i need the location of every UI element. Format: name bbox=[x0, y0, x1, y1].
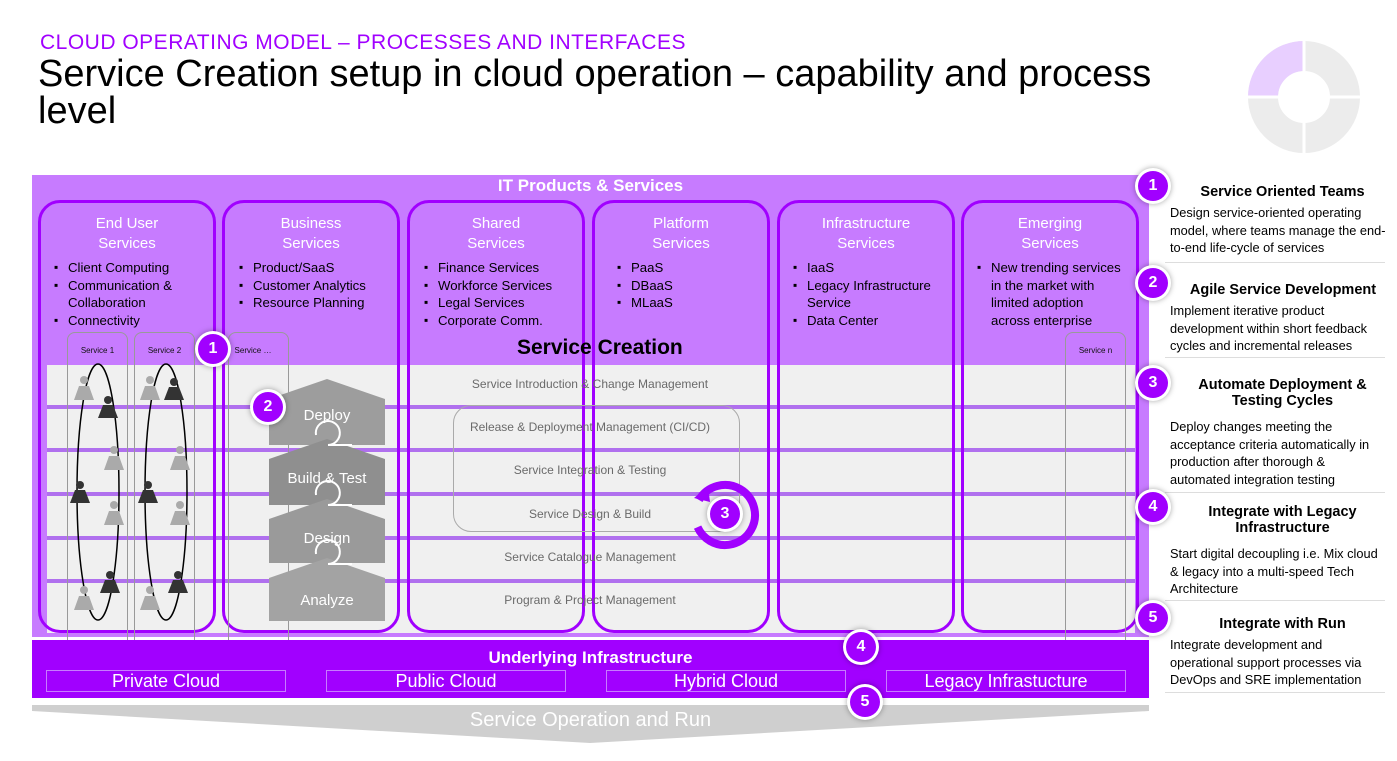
legend-divider bbox=[1165, 357, 1385, 358]
list-item: DBaaS bbox=[617, 277, 757, 295]
list-item: Finance Services bbox=[424, 259, 579, 277]
list-item: Customer Analytics bbox=[239, 277, 394, 295]
legend-description: Start digital decoupling i.e. Mix cloud … bbox=[1170, 546, 1378, 596]
list-item: New trending services in the market with… bbox=[977, 259, 1125, 329]
lifecycle-label: Design bbox=[303, 530, 351, 547]
service-run-label: Service Operation and Run bbox=[469, 709, 712, 731]
legend-divider bbox=[1165, 692, 1385, 693]
column-list: Product/SaaS Customer Analytics Resource… bbox=[239, 259, 394, 312]
service-lane-label: Service 1 bbox=[80, 346, 115, 355]
column-list: Client Computing Communication & Collabo… bbox=[54, 259, 204, 329]
process-label: Service Design & Build bbox=[528, 507, 652, 521]
badge-2: 2 bbox=[253, 392, 283, 422]
progress-donut-icon bbox=[1245, 38, 1363, 156]
column-platform bbox=[592, 200, 770, 633]
list-item: Communication & Collaboration bbox=[54, 277, 204, 312]
legend-divider bbox=[1165, 600, 1385, 601]
legend-badge-1: 1 bbox=[1138, 171, 1168, 201]
process-divider bbox=[47, 536, 1135, 540]
it-products-label: IT Products & Services bbox=[497, 176, 684, 195]
lifecycle-icon bbox=[269, 379, 385, 621]
legend-description: Deploy changes meeting the acceptance cr… bbox=[1170, 419, 1370, 487]
process-divider bbox=[47, 579, 1135, 583]
badge-4: 4 bbox=[846, 632, 876, 662]
cloud-private: Private Cloud bbox=[46, 670, 286, 692]
legend-badge-4: 4 bbox=[1138, 492, 1168, 522]
list-item: Connectivity bbox=[54, 312, 204, 330]
infrastructure-bar bbox=[32, 640, 1149, 698]
legend-description: Integrate development and operational su… bbox=[1170, 637, 1362, 687]
legend-title: Service Oriented Teams bbox=[1200, 184, 1365, 200]
column-business bbox=[222, 200, 400, 633]
infrastructure-label: Underlying Infrastructure bbox=[488, 648, 693, 667]
column-list: Finance Services Workforce Services Lega… bbox=[424, 259, 579, 329]
column-emerging bbox=[961, 200, 1139, 633]
column-list: IaaS Legacy Infrastructure Service Data … bbox=[793, 259, 943, 329]
process-divider bbox=[47, 448, 1135, 452]
list-item: IaaS bbox=[793, 259, 943, 277]
process-label: Program & Project Management bbox=[504, 593, 676, 607]
legend-badge-5: 5 bbox=[1138, 603, 1168, 633]
process-divider bbox=[47, 405, 1135, 409]
cloud-public: Public Cloud bbox=[326, 670, 566, 692]
cloud-legacy: Legacy Infrastucture bbox=[886, 670, 1126, 692]
cloud-hybrid: Hybrid Cloud bbox=[606, 670, 846, 692]
column-shared bbox=[407, 200, 585, 633]
column-list: PaaS DBaaS MLaaS bbox=[617, 259, 757, 312]
legend-badge-3: 3 bbox=[1138, 368, 1168, 398]
list-item: Product/SaaS bbox=[239, 259, 394, 277]
team-people-icon bbox=[70, 363, 190, 621]
legend-title: Automate Deployment & Testing Cycles bbox=[1198, 377, 1367, 409]
list-item: Corporate Comm. bbox=[424, 312, 579, 330]
legend-title: Integrate with Legacy Infrastructure bbox=[1208, 504, 1357, 536]
service-creation-label: Service Creation bbox=[517, 336, 683, 359]
service-lane-label: Service … bbox=[234, 346, 272, 355]
legend-divider bbox=[1165, 492, 1385, 493]
list-item: PaaS bbox=[617, 259, 757, 277]
lifecycle-label: Deploy bbox=[303, 407, 351, 424]
list-item: Legacy Infrastructure Service bbox=[793, 277, 943, 312]
badge-1: 1 bbox=[198, 334, 228, 364]
legend-divider bbox=[1165, 262, 1385, 263]
column-list: New trending services in the market with… bbox=[977, 259, 1125, 329]
automation-cycle-icon bbox=[691, 481, 759, 549]
list-item: Legal Services bbox=[424, 294, 579, 312]
list-item: Client Computing bbox=[54, 259, 204, 277]
service-lane-label: Service n bbox=[1078, 346, 1113, 355]
service-lane-label: Service 2 bbox=[147, 346, 182, 355]
cicd-group bbox=[453, 405, 740, 532]
legend-description: Design service-oriented operating model,… bbox=[1170, 205, 1386, 255]
legend-badge-2: 2 bbox=[1138, 268, 1168, 298]
process-label: Release & Deployment Management (CI/CD) bbox=[469, 420, 711, 434]
service-lane bbox=[1065, 332, 1126, 648]
list-item: Data Center bbox=[793, 312, 943, 330]
legend-description: Implement iterative product development … bbox=[1170, 303, 1368, 353]
list-item: Workforce Services bbox=[424, 277, 579, 295]
process-label: Service Introduction & Change Management bbox=[471, 377, 709, 391]
page-title: Service Creation setup in cloud operatio… bbox=[38, 53, 1152, 132]
badge-5: 5 bbox=[850, 687, 880, 717]
lifecycle-label: Build & Test bbox=[287, 470, 367, 487]
process-label: Service Catalogue Management bbox=[504, 550, 676, 564]
process-label: Service Integration & Testing bbox=[513, 463, 667, 477]
list-item: MLaaS bbox=[617, 294, 757, 312]
section-kicker: CLOUD OPERATING MODEL – PROCESSES AND IN… bbox=[40, 31, 686, 54]
lifecycle-label: Analyze bbox=[300, 592, 354, 609]
process-divider bbox=[47, 492, 1135, 496]
badge-3: 3 bbox=[710, 499, 740, 529]
legend-title: Agile Service Development bbox=[1189, 282, 1377, 298]
legend-title: Integrate with Run bbox=[1219, 616, 1346, 632]
column-infrastructure bbox=[777, 200, 955, 633]
list-item: Resource Planning bbox=[239, 294, 394, 312]
